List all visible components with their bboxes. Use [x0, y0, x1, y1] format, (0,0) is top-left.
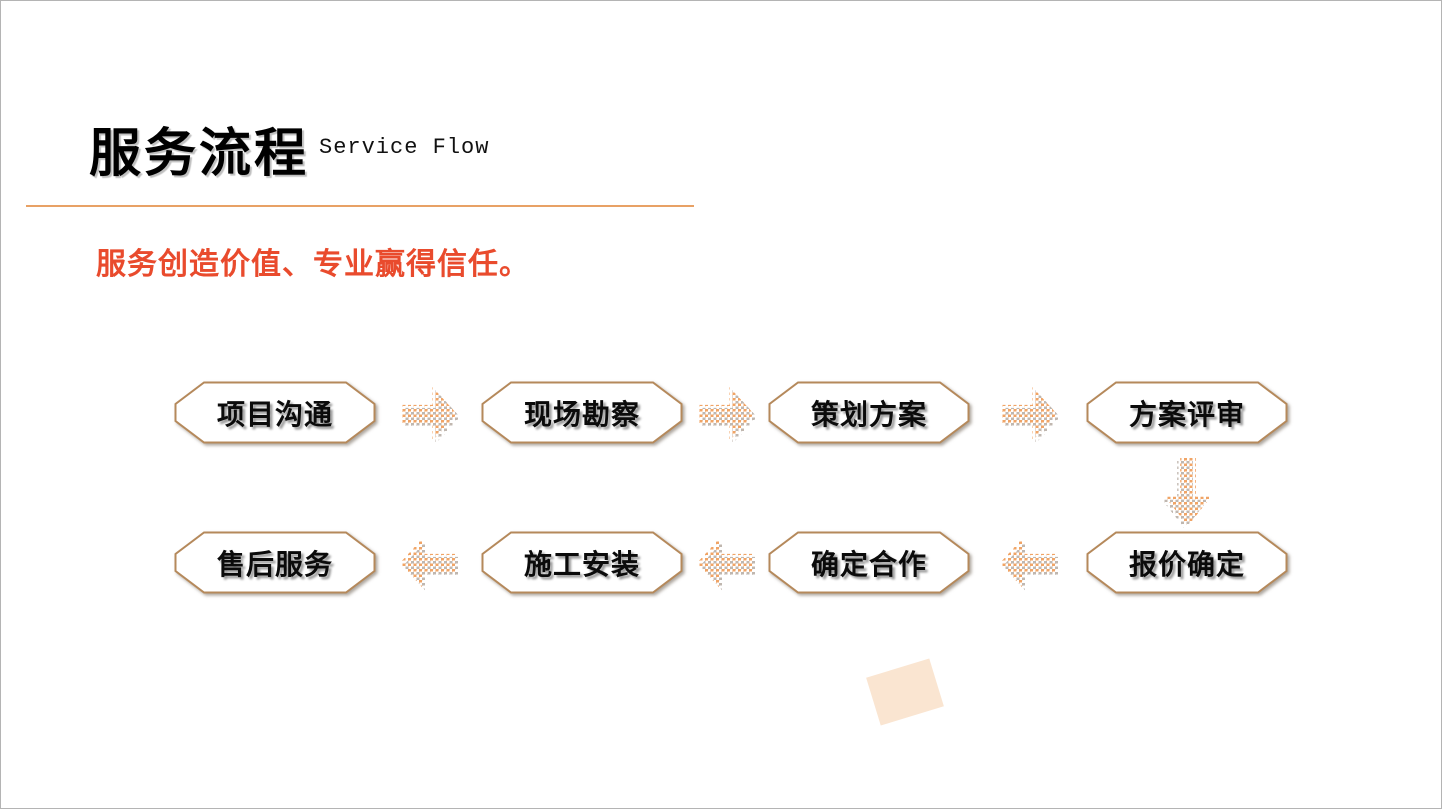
- arrow-fill: [400, 536, 457, 590]
- flow-step-site-survey: 现场勘察: [481, 381, 683, 444]
- flow-step-label: 确定合作: [810, 548, 927, 580]
- flow-step-construction-install: 施工安装: [481, 531, 683, 594]
- octagon-shape: [1086, 381, 1288, 444]
- arrow-right-icon: [400, 387, 460, 444]
- arrow-fill: [1000, 387, 1057, 441]
- arrow-fill: [697, 536, 754, 590]
- flow-step-confirm-cooperation: 确定合作: [768, 531, 970, 594]
- title-divider-line: [26, 205, 694, 207]
- flow-step-label: 方案评审: [1128, 398, 1245, 430]
- flow-step-quote-confirmation: 报价确定: [1086, 531, 1288, 594]
- arrow-fill: [697, 387, 754, 441]
- flow-step-label: 售后服务: [216, 548, 333, 580]
- slogan-text: 服务创造价值、专业赢得信任。: [96, 248, 530, 281]
- octagon-shape: [768, 531, 970, 594]
- flow-step-label: 现场勘察: [523, 398, 640, 430]
- arrow-down-icon: [1162, 458, 1211, 529]
- arrow-fill: [1165, 458, 1211, 526]
- octagon-shape: [1086, 531, 1288, 594]
- page-subtitle: Service Flow: [319, 135, 490, 160]
- flow-step-proposal-review: 方案评审: [1086, 381, 1288, 444]
- arrow-left-icon: [697, 536, 757, 593]
- flow-step-project-communication: 项目沟通: [174, 381, 376, 444]
- arrow-right-icon: [1000, 387, 1060, 444]
- arrow-left-icon: [400, 536, 460, 593]
- page-title: 服务流程: [89, 126, 310, 183]
- flow-step-label: 策划方案: [810, 398, 927, 430]
- octagon-shape: [481, 531, 683, 594]
- octagon-shape: [481, 381, 683, 444]
- arrow-right-icon: [697, 387, 757, 444]
- flow-step-planning-proposal: 策划方案: [768, 381, 970, 444]
- arrow-fill: [1000, 536, 1057, 590]
- octagon-shape: [174, 381, 376, 444]
- flow-step-label: 报价确定: [1128, 548, 1245, 580]
- arrow-fill: [400, 387, 457, 441]
- octagon-shape: [768, 381, 970, 444]
- octagon-shape: [174, 531, 376, 594]
- arrow-left-icon: [1000, 536, 1060, 593]
- flow-step-after-sales-service: 售后服务: [174, 531, 376, 594]
- flow-step-label: 施工安装: [523, 548, 640, 580]
- peach-square-decoration: [866, 658, 944, 726]
- flow-step-label: 项目沟通: [216, 398, 333, 430]
